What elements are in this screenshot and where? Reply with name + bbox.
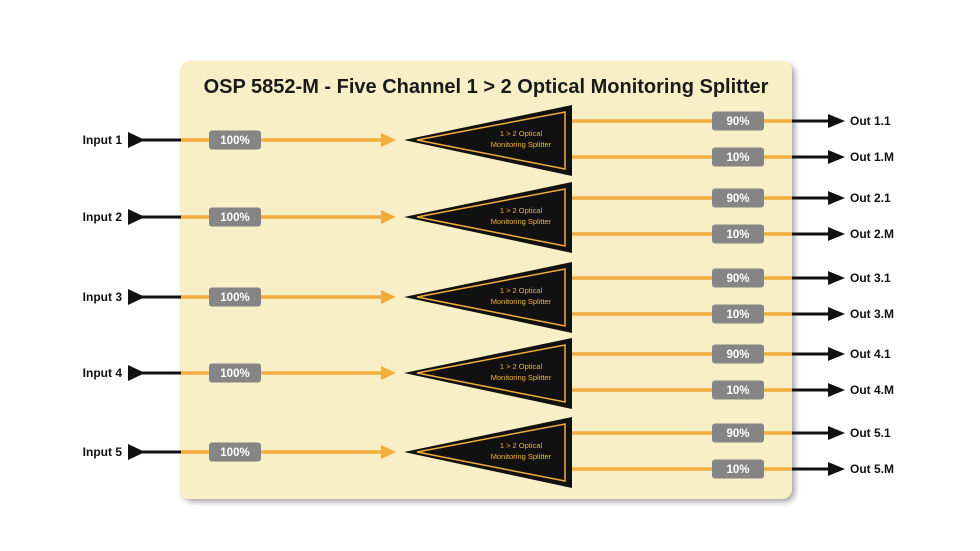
monitor-output-pct-label: 10%: [726, 152, 749, 164]
fiber-arrow-icon: [381, 290, 396, 304]
splitter-label-line2: Monitoring Splitter: [491, 452, 552, 461]
monitor-output-arrow-icon: [828, 383, 845, 397]
main-output-label: Out 1.1: [850, 114, 891, 128]
main-output-pct-label: 90%: [726, 428, 749, 440]
splitter-outline: [416, 111, 566, 170]
main-output-arrow-icon: [828, 347, 845, 361]
input-pct-badge: [209, 287, 261, 307]
monitor-output-arrow-icon: [828, 307, 845, 321]
splitter-label-line2: Monitoring Splitter: [491, 217, 552, 226]
input-label: Input 3: [83, 290, 123, 304]
input-pct-badge: [209, 130, 261, 150]
input-pct-label: 100%: [220, 447, 249, 459]
splitter-label-line1: 1 > 2 Optical: [500, 206, 543, 215]
monitor-output-pct-badge: [712, 304, 764, 324]
input-arrow-icon: [128, 365, 145, 381]
main-output-arrow-icon: [828, 114, 845, 128]
main-output-pct-label: 90%: [726, 273, 749, 285]
main-output-pct-badge: [712, 423, 764, 443]
monitor-output-pct-badge: [712, 459, 764, 479]
splitter-outline: [416, 268, 566, 327]
splitter-label-line2: Monitoring Splitter: [491, 373, 552, 382]
input-pct-badge: [209, 207, 261, 227]
splitter-label-line1: 1 > 2 Optical: [500, 362, 543, 371]
monitor-output-pct-label: 10%: [726, 229, 749, 241]
input-label: Input 5: [83, 445, 123, 459]
main-output-pct-badge: [712, 111, 764, 131]
main-output-arrow-icon: [828, 426, 845, 440]
input-pct-badge: [209, 442, 261, 462]
monitor-output-pct-badge: [712, 380, 764, 400]
fiber-arrow-icon: [381, 133, 396, 147]
splitter-block: [404, 417, 572, 488]
monitor-output-arrow-icon: [828, 227, 845, 241]
input-arrow-icon: [128, 289, 145, 305]
main-output-label: Out 3.1: [850, 271, 891, 285]
splitter-label-line1: 1 > 2 Optical: [500, 441, 543, 450]
main-output-label: Out 5.1: [850, 426, 891, 440]
main-output-arrow-icon: [828, 191, 845, 205]
diagram-title: OSP 5852-M - Five Channel 1 > 2 Optical …: [204, 76, 769, 98]
main-output-pct-label: 90%: [726, 349, 749, 361]
main-output-pct-badge: [712, 268, 764, 288]
main-output-pct-label: 90%: [726, 116, 749, 128]
main-output-label: Out 2.1: [850, 191, 891, 205]
monitor-output-label: Out 4.M: [850, 383, 894, 397]
input-arrow-icon: [128, 209, 145, 225]
monitor-output-arrow-icon: [828, 150, 845, 164]
main-output-label: Out 4.1: [850, 347, 891, 361]
splitter-label-line1: 1 > 2 Optical: [500, 286, 543, 295]
splitter-block: [404, 105, 572, 176]
monitor-output-label: Out 2.M: [850, 227, 894, 241]
main-output-arrow-icon: [828, 271, 845, 285]
splitter-label-line1: 1 > 2 Optical: [500, 129, 543, 138]
monitor-output-label: Out 1.M: [850, 150, 894, 164]
monitor-output-pct-badge: [712, 147, 764, 167]
monitor-output-label: Out 5.M: [850, 462, 894, 476]
input-label: Input 4: [83, 366, 123, 380]
fiber-arrow-icon: [381, 445, 396, 459]
monitor-output-arrow-icon: [828, 462, 845, 476]
input-pct-label: 100%: [220, 135, 249, 147]
splitter-block: [404, 262, 572, 333]
input-label: Input 1: [83, 133, 123, 147]
input-label: Input 2: [83, 210, 123, 224]
fiber-arrow-icon: [381, 366, 396, 380]
main-output-pct-badge: [712, 344, 764, 364]
monitor-output-label: Out 3.M: [850, 307, 894, 321]
main-output-pct-label: 90%: [726, 193, 749, 205]
monitor-output-pct-label: 10%: [726, 385, 749, 397]
input-arrow-icon: [128, 444, 145, 460]
splitter-block: [404, 338, 572, 409]
input-pct-label: 100%: [220, 292, 249, 304]
main-output-pct-badge: [712, 188, 764, 208]
splitter-label-line2: Monitoring Splitter: [491, 297, 552, 306]
monitor-output-pct-badge: [712, 224, 764, 244]
input-pct-badge: [209, 363, 261, 383]
fiber-arrow-icon: [381, 210, 396, 224]
input-pct-label: 100%: [220, 368, 249, 380]
splitter-outline: [416, 344, 566, 403]
splitter-outline: [416, 188, 566, 247]
input-arrow-icon: [128, 132, 145, 148]
splitter-block: [404, 182, 572, 253]
splitter-label-line2: Monitoring Splitter: [491, 140, 552, 149]
monitor-output-pct-label: 10%: [726, 464, 749, 476]
input-pct-label: 100%: [220, 212, 249, 224]
splitter-outline: [416, 423, 566, 482]
monitor-output-pct-label: 10%: [726, 309, 749, 321]
